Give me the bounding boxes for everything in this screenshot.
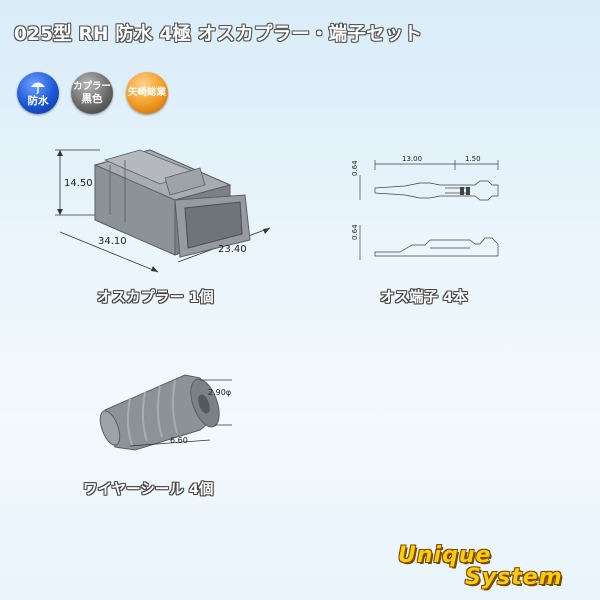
- page-title: 025型 RH 防水 4極 オスカプラー・端子セット: [14, 24, 423, 45]
- coupler-length-dim: 34.10: [98, 236, 127, 247]
- coupler-body: [93, 149, 251, 258]
- coupler-caption: オスカプラー 1個: [97, 290, 214, 306]
- waterproof-label: 防水: [27, 94, 49, 107]
- seal-diameter-dim: 2.90φ: [208, 388, 232, 397]
- coupler-height-dim: 14.50: [64, 178, 93, 189]
- maker-badge: 矢崎総業: [126, 72, 168, 114]
- seal-length-dim: 6.60: [170, 436, 188, 445]
- coupler-width-dim: 23.40: [218, 244, 247, 255]
- terminal-tip-dim: 1.50: [465, 155, 481, 163]
- brand-logo-line1: Unique: [398, 543, 492, 568]
- seal-caption: ワイヤーシール 4個: [83, 482, 214, 498]
- terminal-total-dim: 13.00: [402, 155, 423, 163]
- seal-body: [99, 374, 220, 451]
- coupler-color-badge: カプラー 黒色: [71, 72, 113, 114]
- waterproof-badge: 防水: [17, 72, 59, 114]
- coupler-color-line2: 黒色: [81, 93, 103, 105]
- umbrella-icon: [31, 82, 45, 94]
- terminal-caption: オス端子 4本: [380, 290, 468, 306]
- brand-logo-line2: System: [465, 565, 563, 590]
- coupler-color-line1: カプラー: [72, 81, 111, 92]
- maker-label: 矢崎総業: [127, 87, 166, 98]
